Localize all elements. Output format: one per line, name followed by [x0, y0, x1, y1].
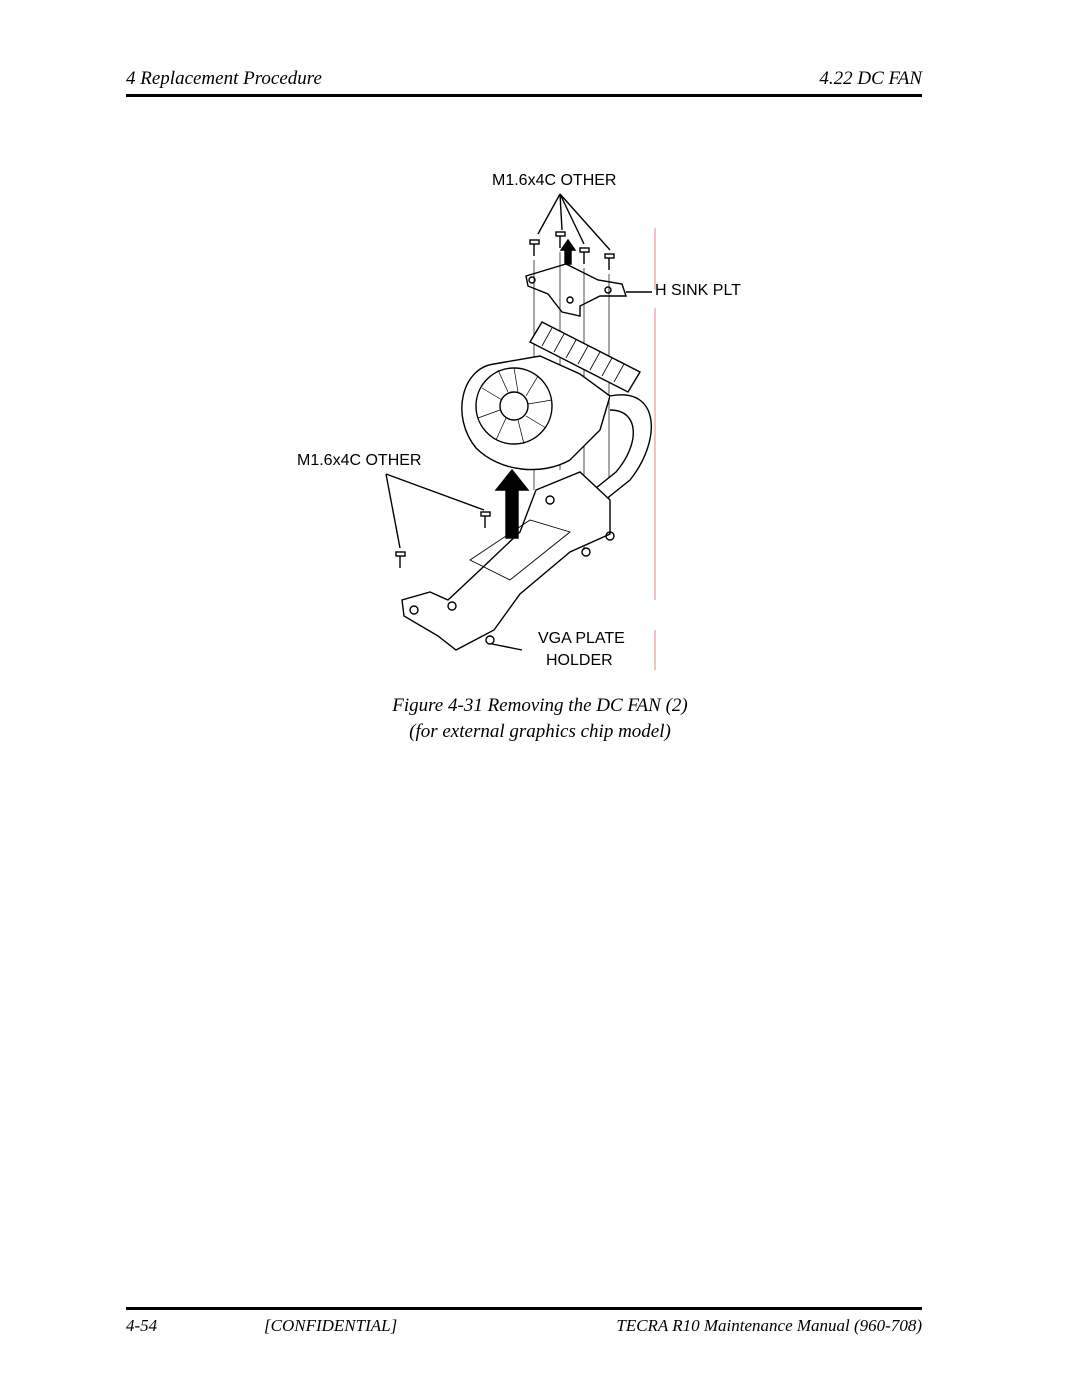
vga-plate-label: VGA PLATE: [538, 630, 625, 647]
dc-fan-removal-figure: M1.6x4C OTHER H SINK PLT M1.6x4C OTHER V…: [280, 160, 800, 680]
screw-icon: [395, 551, 406, 568]
figure-caption: Figure 4-31 Removing the DC FAN (2): [392, 695, 688, 716]
screw-icon: [480, 511, 491, 528]
screw-icon: [579, 247, 590, 264]
confidential-mark: [CONFIDENTIAL]: [264, 1316, 398, 1335]
figure-caption-subtitle: (for external graphics chip model): [409, 721, 671, 742]
h-sink-plt-label: H SINK PLT: [655, 282, 741, 299]
page-header: 4 Replacement Procedure 4.22 DC FAN: [126, 64, 922, 97]
top-screws-label: M1.6x4C OTHER: [492, 172, 617, 189]
screw-icon: [529, 239, 540, 256]
page-footer: 4-54 [CONFIDENTIAL] TECRA R10 Maintenanc…: [126, 1307, 922, 1338]
holder-label: HOLDER: [546, 652, 613, 669]
topic-title: 4.22 DC FAN: [819, 68, 922, 89]
left-screws-label: M1.6x4C OTHER: [297, 452, 422, 469]
fan-assembly-drawing: [385, 193, 656, 670]
page-number: 4-54: [126, 1316, 158, 1335]
screw-icon: [555, 231, 566, 248]
manual-title: TECRA R10 Maintenance Manual (960-708): [616, 1316, 922, 1335]
section-title: 4 Replacement Procedure: [126, 68, 322, 89]
screw-icon: [604, 253, 615, 270]
